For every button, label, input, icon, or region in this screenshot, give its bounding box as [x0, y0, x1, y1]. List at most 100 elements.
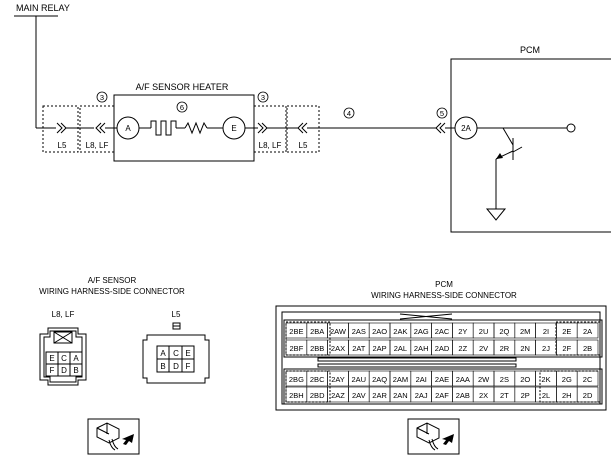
pin-label: E: [185, 349, 190, 358]
marker-3-left-circle: [96, 91, 108, 103]
pin-label: 2BH: [289, 391, 304, 400]
pin-label: F: [186, 362, 191, 371]
main-relay-label: MAIN RELAY: [16, 3, 70, 13]
pcm-box: [450, 58, 611, 233]
pcm-connector-title-line1: PCM: [435, 280, 453, 289]
transistor-lead: [512, 146, 523, 153]
keyway-line: [399, 313, 453, 320]
pcm-connector-title-line2: WIRING HARNESS-SIDE CONNECTOR: [371, 291, 517, 300]
conn-label-l8lf-right: L8, LF: [259, 141, 282, 150]
pin-label: 2AV: [352, 391, 366, 400]
terminal-2a-label: 2A: [461, 124, 471, 133]
af-connector-l8lf: [39, 327, 87, 386]
pin-label: 2F: [562, 344, 571, 353]
pin-cell: [576, 386, 599, 403]
pin-label: 2AI: [416, 375, 427, 384]
transistor-lead: [502, 127, 514, 146]
marker-6: 6: [180, 103, 184, 112]
connector-view-icon: [407, 418, 460, 455]
af-connector-l8lf-label: L8, LF: [52, 310, 75, 319]
schematic: [14, 15, 611, 233]
pin-label: 2AO: [372, 327, 387, 336]
latch-icon: [53, 331, 73, 344]
arrow-icon: [122, 434, 134, 445]
pin-label: 2Y: [458, 327, 467, 336]
pin-label: 2K: [541, 375, 550, 384]
pin-label: 2AU: [352, 375, 367, 384]
pin-label: B: [160, 362, 165, 371]
pin-label: 2X: [479, 391, 488, 400]
pin-label: 2AE: [435, 375, 449, 384]
marker-4-circle: [343, 107, 355, 119]
pin-label: 2N: [520, 344, 530, 353]
conn-label-l8lf-left: L8, LF: [86, 141, 109, 150]
pin-label: A: [160, 349, 166, 358]
marker-6-circle: [176, 101, 188, 113]
pin-label: 2AJ: [415, 391, 428, 400]
pin-label: 2AS: [352, 327, 366, 336]
pin-label: 2AA: [456, 375, 470, 384]
center-slot: [317, 357, 517, 362]
pin-label: E: [49, 354, 54, 363]
pin-label: 2P: [521, 391, 530, 400]
pin-label: 2AG: [414, 327, 429, 336]
pin-label: 2A: [583, 327, 592, 336]
pin-label: C: [173, 349, 179, 358]
transistor-arrow-icon: [496, 153, 503, 159]
af-connector-title-line2: WIRING HARNESS-SIDE CONNECTOR: [39, 287, 185, 296]
latch-cross: [53, 331, 73, 344]
terminal-open-circle-icon: [566, 123, 576, 133]
pin-label: 2B: [583, 344, 592, 353]
pin-label: 2G: [562, 375, 572, 384]
pin-label: 2E: [562, 327, 571, 336]
terminal-chevron-icon: [257, 122, 268, 134]
pcm-pin-block-upper: [283, 319, 603, 358]
pin-label: 2BD: [310, 391, 325, 400]
pin-label: 2AM: [393, 375, 408, 384]
terminal-chevron-icon: [435, 122, 446, 134]
pin-label: 2L: [542, 391, 550, 400]
pin-label: 2AQ: [372, 375, 387, 384]
pin-label: 2AP: [373, 344, 387, 353]
pin-label: D: [173, 362, 179, 371]
pcm-connector-outer: [275, 305, 607, 411]
pin-label: 2AH: [414, 344, 429, 353]
pin-label: B: [73, 366, 78, 375]
pin-label: 2AK: [393, 327, 407, 336]
pin-label: 2BE: [289, 327, 303, 336]
pin-label: 2BG: [289, 375, 304, 384]
pin-label: 2AF: [435, 391, 449, 400]
pin-label: F: [50, 366, 55, 375]
connector-view-icon: [87, 418, 140, 455]
terminal-chevron-icon: [56, 122, 67, 134]
pin-label: 2V: [479, 344, 488, 353]
pin-cell: [576, 370, 599, 387]
pin-label: 2D: [583, 391, 593, 400]
marker-3-left: 3: [100, 93, 104, 102]
pin-label: 2AR: [372, 391, 387, 400]
pin-label: 2I: [543, 327, 549, 336]
pin-label: 2M: [520, 327, 530, 336]
pin-label: 2AZ: [331, 391, 345, 400]
marker-3-right-circle: [257, 91, 269, 103]
ground-icon: [485, 208, 507, 221]
resistor-icon: [184, 121, 208, 135]
pin-label: 2Z: [458, 344, 467, 353]
pcm-pin-block-lower: [283, 368, 603, 405]
pin-label: 2U: [479, 327, 489, 336]
pin-label: 2AB: [456, 391, 470, 400]
connector-box-l5-left: [42, 105, 79, 153]
pin-label: 2AX: [331, 344, 345, 353]
pin-label: 2C: [583, 375, 593, 384]
heater-title: A/F SENSOR HEATER: [136, 82, 229, 92]
marker-4: 4: [347, 109, 351, 118]
connector-body: [142, 334, 210, 384]
pin-label: 2BF: [290, 344, 304, 353]
pin-label: 2T: [500, 391, 509, 400]
marker-3-right: 3: [261, 93, 265, 102]
terminal-a-label: A: [125, 124, 131, 133]
pin-label: 2J: [542, 344, 550, 353]
pin-label: 2AC: [435, 327, 450, 336]
